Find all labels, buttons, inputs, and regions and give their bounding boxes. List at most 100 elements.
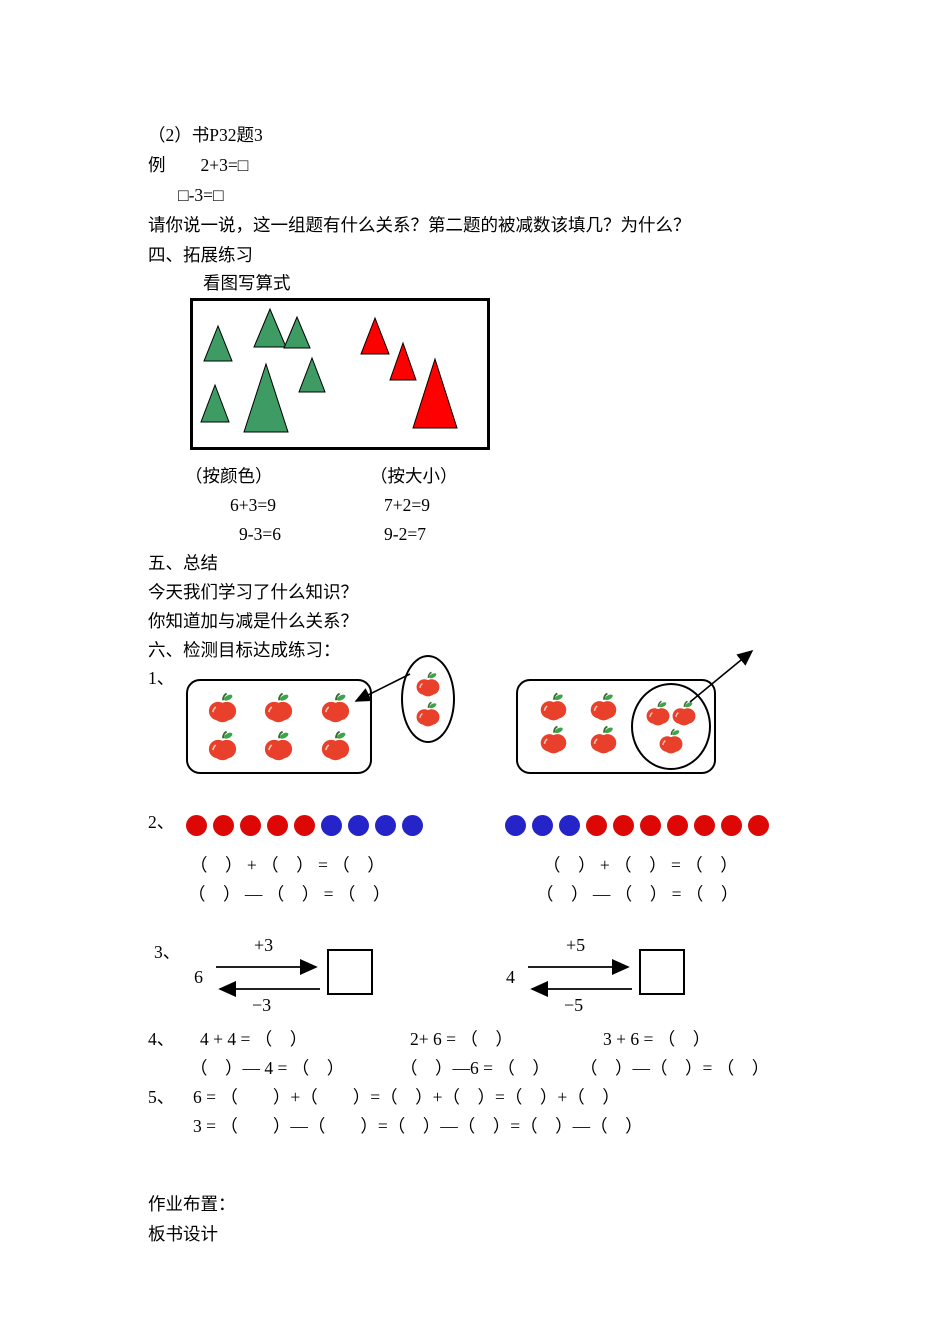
ex4-item-2: 2+ 6 = （ ） [410,1029,513,1049]
red-dot [240,815,261,836]
red-dot [694,815,715,836]
intro-question: 请你说一说，这一组题有什么关系？第二题的被减数该填几？为什么？ [148,215,691,235]
red-dot [640,815,661,836]
exercise-3: 3、 6 +3 −3 4 +5 −5 [148,933,802,1025]
plus-label-2: +5 [566,935,585,955]
triangle-canvas [200,307,458,433]
ex4-item-5: （ ）—6 = （ ） [400,1058,550,1078]
add-equation-left: （ ） + （ ） = （ ） [190,855,385,875]
intro-line-1: （2）书P32题3 [148,125,263,145]
red-dot [748,815,769,836]
section-6-heading: 六、检测目标达成练习： [148,640,341,660]
size-addition: 7+2=9 [384,495,430,515]
apple-plate-left [186,679,372,774]
exercise-4-row-2: （ ）— 4 = （ ） （ ）—6 = （ ） （ ）—（ ）= （ ） [148,1054,802,1083]
dot-group-right [505,815,775,841]
number-machine-1: 6 +3 −3 [194,935,373,1015]
green-triangle [253,307,287,348]
red-dot [613,815,634,836]
apple-icon [207,691,238,724]
exercise-3-label: 3、 [154,942,181,962]
size-subtraction: 9-2=7 [384,524,426,544]
blue-dot [532,815,553,836]
ex4-item-1: 4 + 4 = （ ） [200,1029,308,1049]
triangle-picture-box [190,298,490,450]
by-size-label: （按大小） [370,466,458,486]
triangle-caption: 看图写算式 [203,273,291,293]
apple-icon [539,691,568,722]
plus-label-1: +3 [254,935,273,955]
red-triangle [412,357,458,429]
answer-box-1 [327,949,373,995]
sub-equation-right: （ ） — （ ） = （ ） [536,884,739,904]
apple-icon [671,699,697,727]
answer-labels-line: （按颜色） （按大小） [148,462,802,491]
homework-heading: 作业布置： [148,1194,236,1214]
red-dot [586,815,607,836]
number-machine-2: 4 +5 −5 [506,935,685,1015]
red-dot [667,815,688,836]
answer-add-line: 6+3=9 7+2=9 [148,491,802,520]
red-dot [213,815,234,836]
ex4-item-4: （ ）— 4 = （ ） [190,1058,345,1078]
red-dot [186,815,207,836]
ex2-add-line: （ ） + （ ） = （ ） （ ） + （ ） = （ ） [148,851,802,880]
green-triangle [200,383,230,423]
sub-equation-left: （ ） — （ ） = （ ） [188,884,391,904]
exercise-2-label: 2、 [148,812,175,832]
apple-icon [263,691,294,724]
ex4-item-3: 3 + 6 = （ ） [603,1029,711,1049]
section-4-heading: 四、拓展练习 [148,245,253,265]
color-addition: 6+3=9 [230,495,276,515]
apple-icon [415,700,441,728]
circled-apples-left [401,655,455,743]
blue-dot [505,815,526,836]
apple-icon [207,729,238,762]
intro-line-3: □-3=□ [178,185,224,205]
intro-line-2: 例 2+3=□ [148,155,249,175]
apple-icon [658,727,684,755]
green-triangle [283,315,311,349]
exercise-4-label: 4、 [148,1029,175,1049]
apple-icon [645,699,671,727]
circled-apples-right [631,683,711,770]
blue-dot [348,815,369,836]
red-dot [267,815,288,836]
summary-question-2: 你知道加与减是什么关系？ [148,611,358,631]
section-5-heading: 五、总结 [148,553,218,573]
color-subtraction: 9-3=6 [239,524,281,544]
exercise-2: 2、 （ ） + （ ） = （ ） （ ） + （ ） = （ ） （ ） —… [148,807,802,909]
exercise-4-row-1: 4、 4 + 4 = （ ） 2+ 6 = （ ） 3 + 6 = （ ） [148,1025,802,1054]
minus-label-2: −5 [564,995,583,1015]
exercise-5-label: 5、 [148,1087,175,1107]
apple-icon [589,724,618,755]
by-color-label: （按颜色） [185,466,273,486]
apple-icon [320,729,351,762]
exercise-5-row-2: 3 = （ ）—（ ）=（ ）—（ ）=（ ）—（ ） [148,1112,802,1141]
answer-sub-line: 9-3=6 9-2=7 [148,520,802,549]
red-triangle [360,316,390,355]
green-triangle [203,324,233,362]
ex4-item-6: （ ）—（ ）= （ ） [580,1058,770,1078]
dot-group-left [186,815,429,841]
summary-question-1: 今天我们学习了什么知识？ [148,582,358,602]
exercise-5-row-1: 5、 6 = （ ）+（ ）=（ ）+（ ）=（ ）+（ ） [148,1083,802,1112]
apple-group-left [188,681,370,772]
red-dot [721,815,742,836]
lesson-plan-page: （2）书P32题3 例 2+3=□ □-3=□ 请你说一说，这一组题有什么关系？… [148,125,802,1244]
start-number-2: 4 [506,967,515,987]
blue-dot [375,815,396,836]
start-number-1: 6 [194,967,203,987]
blue-dot [402,815,423,836]
exercise-1: 1、 [148,649,802,799]
ex2-sub-line: （ ） — （ ） = （ ） （ ） — （ ） = （ ） [148,880,802,909]
red-dot [294,815,315,836]
board-design-heading: 板书设计 [148,1224,218,1244]
green-triangle [298,356,326,393]
apple-icon [415,670,441,698]
blue-dot [559,815,580,836]
red-triangle [389,341,417,381]
ex5-decompose-sub: 3 = （ ）—（ ）=（ ）—（ ）=（ ）—（ ） [193,1116,643,1136]
apple-icon [263,729,294,762]
apple-icon [320,691,351,724]
